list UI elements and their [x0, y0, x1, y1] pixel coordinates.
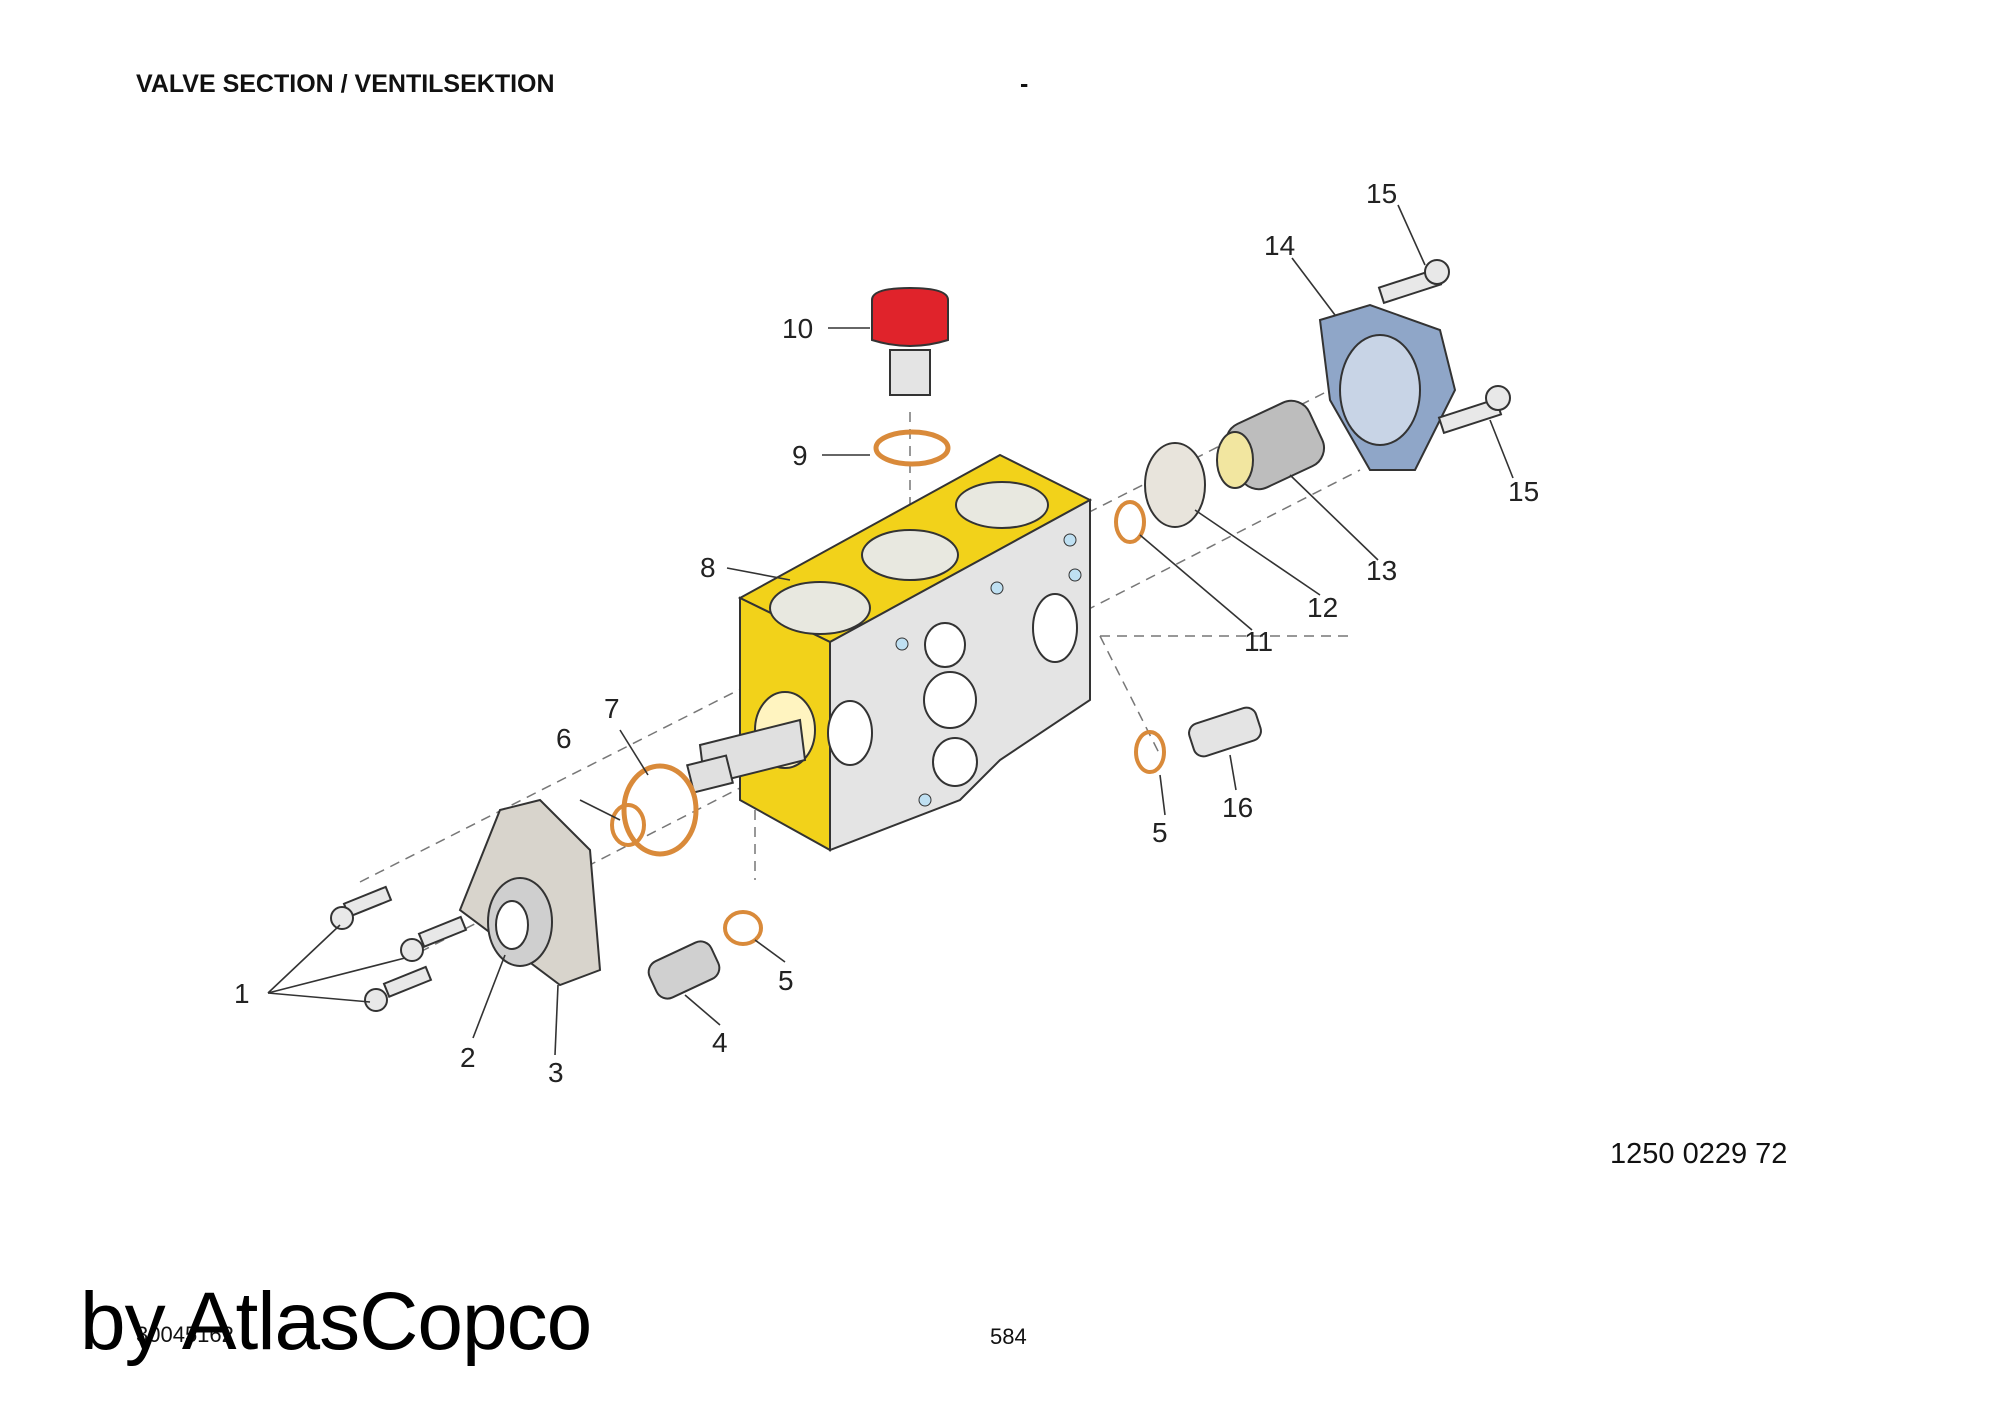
- watermark: by AtlasCopco: [80, 1276, 592, 1367]
- seal-ring-5-right: [1134, 730, 1166, 774]
- leader-lines: [267, 204, 1514, 1056]
- callout-1: 1: [234, 978, 250, 1009]
- page-title: VALVE SECTION / VENTILSEKTION: [136, 70, 555, 98]
- bolts-1: [330, 885, 468, 1012]
- end-cover-14: [1318, 303, 1457, 471]
- washer-12: [1144, 442, 1206, 528]
- plug-16: [1188, 706, 1262, 758]
- seal-ring-11: [1114, 500, 1146, 544]
- red-cap: [871, 286, 949, 396]
- callout-5-left: 5: [778, 965, 794, 996]
- seal-ring-6: [610, 803, 646, 847]
- document-code: 30045162: [136, 1322, 234, 1347]
- callout-5-right: 5: [1152, 817, 1168, 848]
- callout-labels: 1 2 3 4 5 5 6 7 8 9 10 11 12 13 14 15 15…: [234, 178, 1539, 1088]
- valve-body: [737, 453, 1093, 852]
- callout-9: 9: [792, 440, 808, 471]
- seal-ring-7: [621, 763, 699, 857]
- nipple-2: [487, 877, 553, 967]
- callout-2: 2: [460, 1042, 476, 1073]
- header-dash: -: [1020, 70, 1029, 98]
- callout-16: 16: [1222, 792, 1253, 823]
- callout-12: 12: [1307, 592, 1338, 623]
- callout-15-top: 15: [1366, 178, 1397, 209]
- callout-8: 8: [700, 552, 716, 583]
- callout-11: 11: [1244, 626, 1273, 657]
- seal-ring-5-left: [723, 910, 763, 946]
- callout-4: 4: [712, 1027, 728, 1058]
- callout-3: 3: [548, 1057, 564, 1088]
- callout-6: 6: [556, 723, 572, 754]
- callout-7: 7: [604, 693, 620, 724]
- callout-13: 13: [1366, 555, 1397, 586]
- callout-14: 14: [1264, 230, 1295, 261]
- part-number: 1250 0229 72: [1610, 1138, 1788, 1170]
- spool: [685, 718, 807, 794]
- callout-15-right: 15: [1508, 476, 1539, 507]
- page-number: 584: [990, 1324, 1027, 1349]
- callout-10: 10: [782, 313, 813, 344]
- seal-ring-9: [873, 429, 951, 467]
- plug-4: [647, 940, 721, 1000]
- bolts-15: [1377, 259, 1511, 435]
- spring-13: [1216, 399, 1325, 491]
